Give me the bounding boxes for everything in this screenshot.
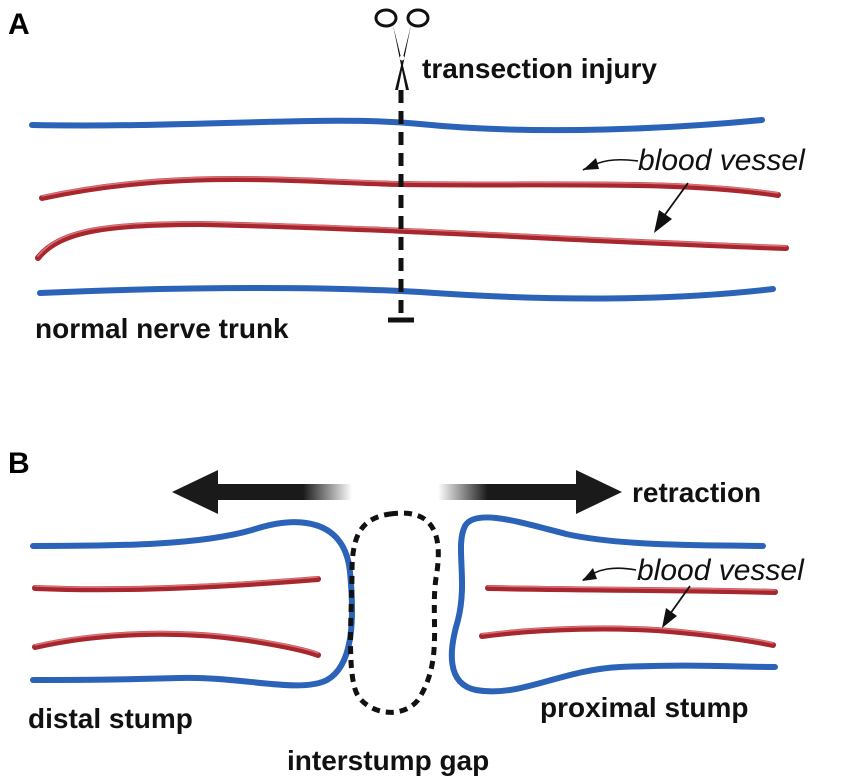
proximal-stump-outline [448,514,778,695]
proximal-vessel-lower [479,625,776,648]
panel-a-letter: A [8,8,30,41]
transection-injury-label: transection injury [422,53,657,84]
vessel-callout-b-lower-head [662,608,677,628]
normal-nerve-trunk-label: normal nerve trunk [35,313,289,344]
blood-vessel-label-b: blood vessel [637,554,805,587]
blood-vessel-label-a: blood vessel [638,144,806,177]
blood-vessel-upper [39,176,781,201]
proximal-stump-label: proximal stump [540,692,748,723]
distal-stump-label: distal stump [28,703,193,734]
proximal-vessel-upper [485,585,778,595]
distal-vessel-upper [32,576,321,593]
vessel-callout-b-upper-head [582,568,597,581]
distal-stump-outline [30,519,356,689]
scissors-icon [374,8,430,90]
retraction-label: retraction [632,477,761,508]
retraction-arrow-left [172,470,352,514]
vessel-callout-b-lower [669,585,691,615]
interstump-gap-outline [348,510,441,715]
nerve-sheath-upper [29,117,765,134]
blood-vessel-lower [35,220,789,261]
retraction-arrow-right [438,470,622,514]
distal-vessel-lower [32,630,321,658]
vessel-callout-upper-head [583,158,599,170]
nerve-sheath-lower [37,285,776,302]
vessel-callout-lower [663,182,689,217]
vessel-callout-lower-head [654,210,672,233]
panel-a: A transection injury blood vessel [8,8,806,344]
panel-b-letter: B [8,447,30,480]
interstump-gap-label: interstump gap [287,745,489,776]
panel-b: B retraction [8,447,805,776]
